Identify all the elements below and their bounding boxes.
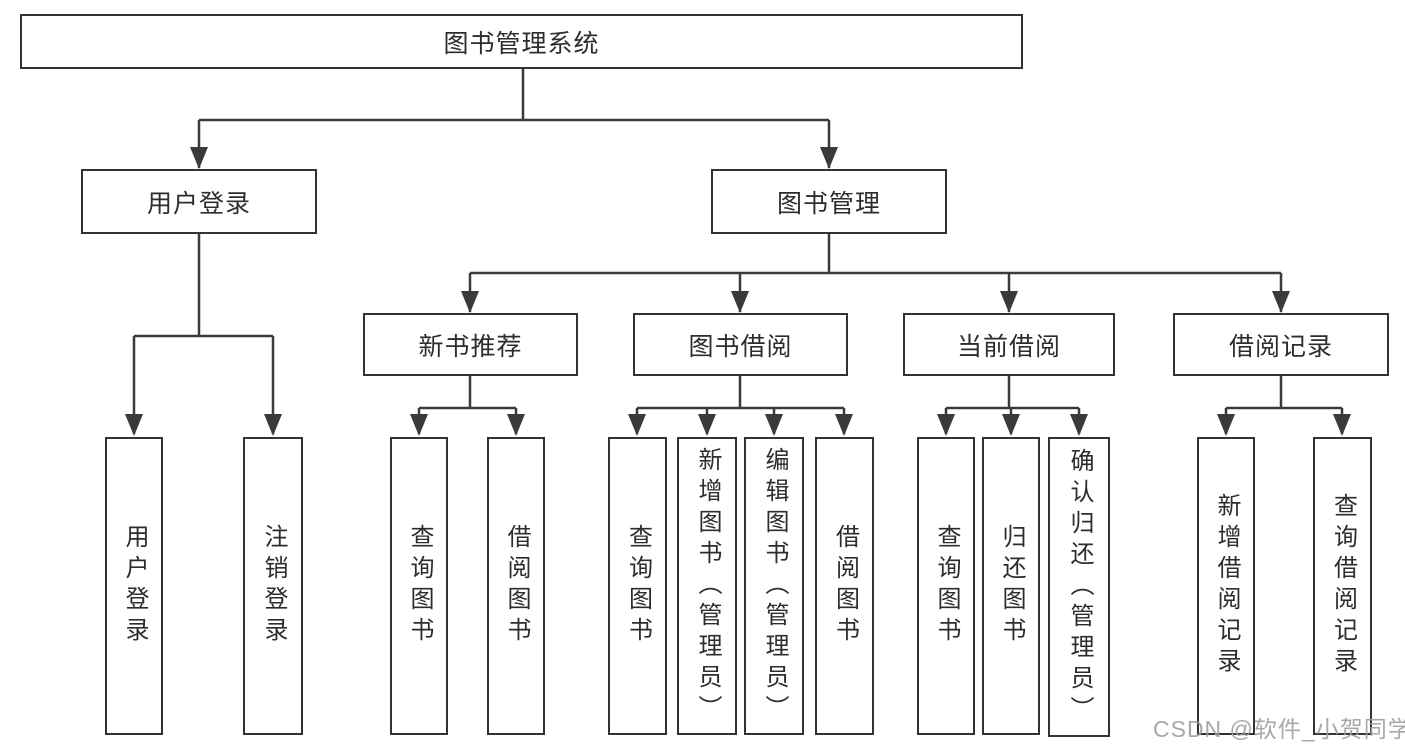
node-label: 图书管理系统 xyxy=(443,29,600,58)
leaf-query-borrow-record: 查询借阅记录 xyxy=(1313,437,1372,735)
leaf-return-books: 归还图书 xyxy=(982,437,1040,735)
leaf-borrow-books-recommend: 借阅图书 xyxy=(487,437,545,735)
node-root-system: 图书管理系统 xyxy=(20,14,1023,69)
csdn-watermark: CSDN @软件_小贺同学 xyxy=(1153,716,1405,742)
node-label: 查询借阅记录 xyxy=(1329,493,1357,679)
node-book-management: 图书管理 xyxy=(711,169,947,234)
leaf-user-login: 用户登录 xyxy=(105,437,163,735)
node-label: 新增借阅记录 xyxy=(1213,493,1240,679)
leaf-add-book-admin: 新增图书（管理员） xyxy=(677,437,737,735)
node-user-login: 用户登录 xyxy=(81,169,317,234)
node-label: 查询图书 xyxy=(933,524,960,648)
leaf-query-books-recommend: 查询图书 xyxy=(390,437,448,735)
leaf-edit-book-admin: 编辑图书（管理员） xyxy=(744,437,804,735)
node-borrow-records: 借阅记录 xyxy=(1173,313,1389,376)
node-label: 借阅记录 xyxy=(1228,332,1333,361)
node-label: 编辑图书（管理员） xyxy=(761,446,788,726)
leaf-query-books-borrow: 查询图书 xyxy=(608,437,667,735)
leaf-borrow-books: 借阅图书 xyxy=(815,437,874,735)
node-label: 确认归还（管理员） xyxy=(1066,447,1093,727)
node-label: 查询图书 xyxy=(406,524,433,648)
node-current-borrow: 当前借阅 xyxy=(903,313,1115,376)
node-label: 当前借阅 xyxy=(956,332,1061,361)
node-label: 借阅图书 xyxy=(831,524,859,648)
node-label: 注销登录 xyxy=(260,524,287,648)
node-label: 新增图书（管理员） xyxy=(694,446,721,726)
node-new-book-recommend: 新书推荐 xyxy=(363,313,578,376)
node-label: 用户登录 xyxy=(121,524,148,648)
node-label: 借阅图书 xyxy=(503,524,530,648)
node-label: 归还图书 xyxy=(998,524,1025,648)
node-label: 用户登录 xyxy=(146,189,251,218)
node-book-borrow: 图书借阅 xyxy=(633,313,848,376)
leaf-confirm-return-admin: 确认归还（管理员） xyxy=(1048,437,1110,737)
leaf-query-books-current: 查询图书 xyxy=(917,437,975,735)
leaf-logout: 注销登录 xyxy=(243,437,303,735)
node-label: 新书推荐 xyxy=(418,332,523,361)
node-label: 图书借阅 xyxy=(688,332,793,361)
leaf-add-borrow-record: 新增借阅记录 xyxy=(1197,437,1255,735)
node-label: 图书管理 xyxy=(776,189,881,218)
node-label: 查询图书 xyxy=(624,524,652,648)
